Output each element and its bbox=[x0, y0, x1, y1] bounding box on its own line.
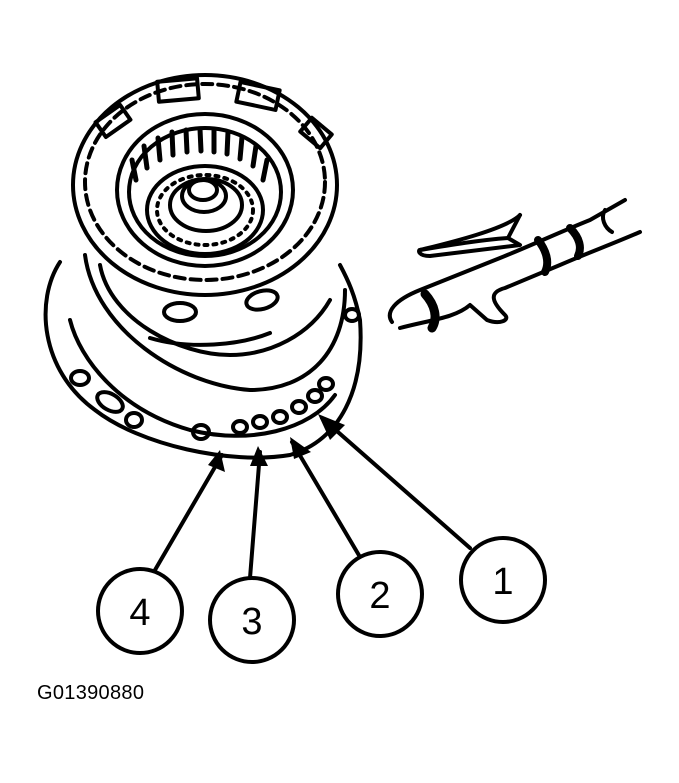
clutch-drum bbox=[71, 73, 347, 392]
figure-id: G01390880 bbox=[37, 682, 145, 704]
callout-circles bbox=[96, 536, 547, 664]
callout-1-label: 1 bbox=[492, 561, 513, 603]
callout-3-label: 3 bbox=[241, 601, 262, 643]
callout-1-circle bbox=[459, 536, 547, 624]
arrowheads bbox=[208, 414, 345, 472]
callout-4-circle bbox=[96, 567, 184, 655]
callout-3-circle bbox=[208, 576, 296, 664]
callout-4-label: 4 bbox=[129, 592, 150, 634]
callout-2-label: 2 bbox=[369, 575, 390, 617]
base-flange bbox=[43, 260, 363, 460]
air-nozzle bbox=[387, 198, 642, 333]
callout-2-circle bbox=[336, 550, 424, 638]
callout-leaders bbox=[153, 416, 472, 580]
